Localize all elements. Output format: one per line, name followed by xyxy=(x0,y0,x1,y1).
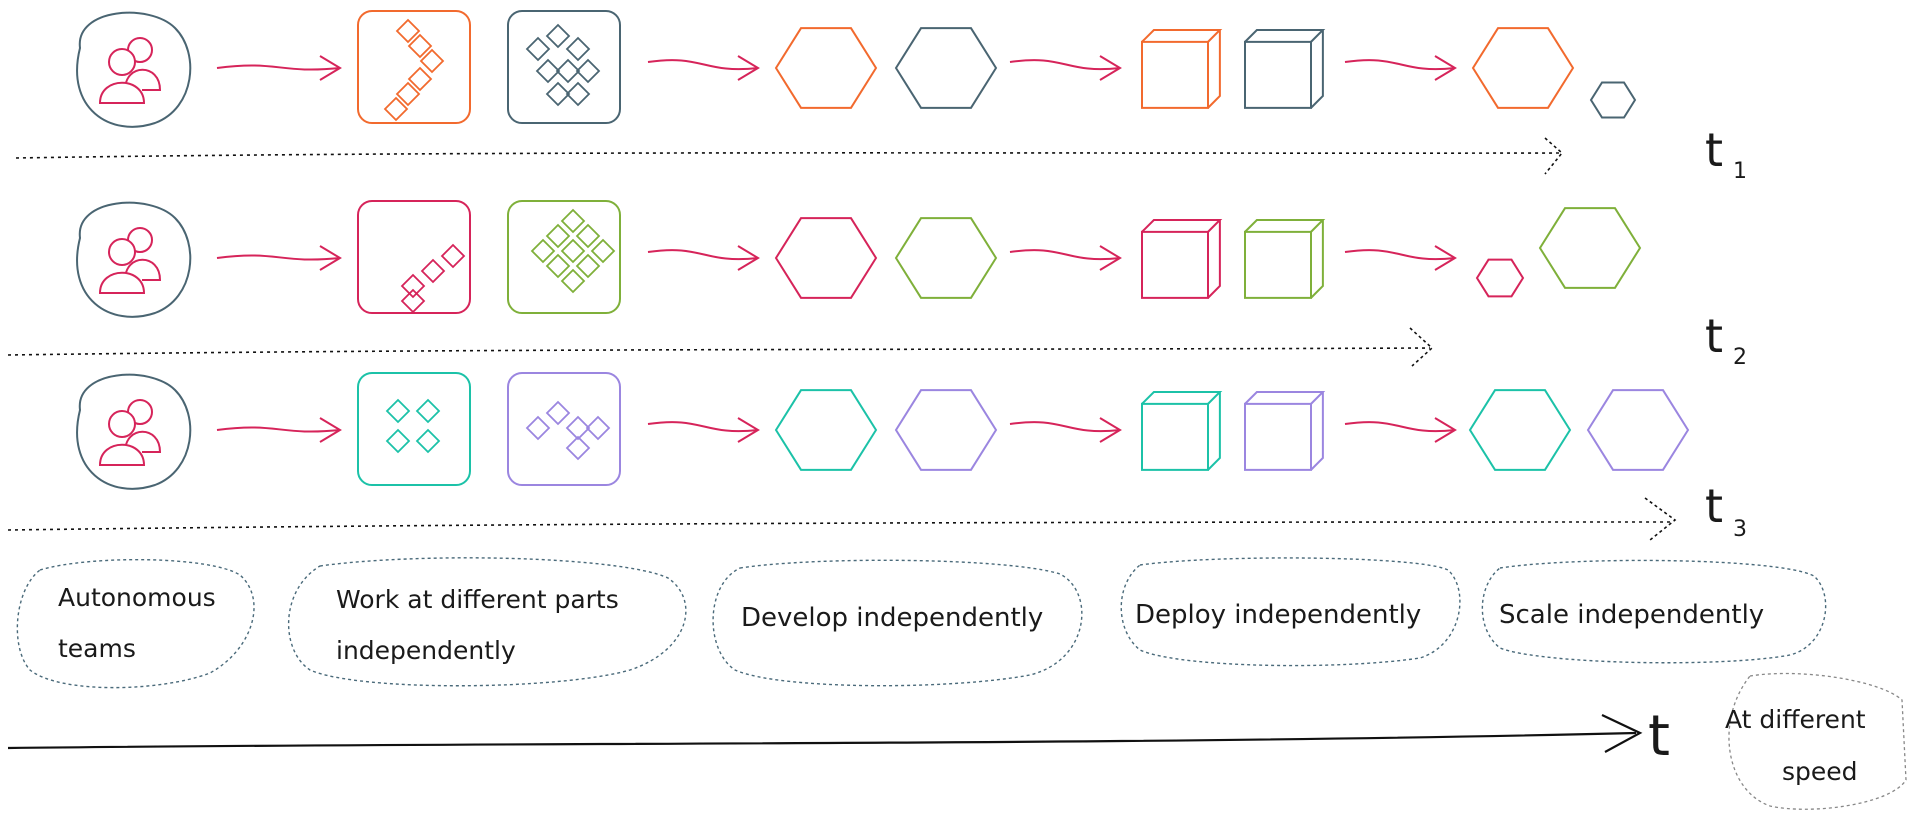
caption-parts: Work at different parts independently xyxy=(288,557,687,687)
hexagon-icon xyxy=(1475,258,1525,298)
caption-parts-line2: independently xyxy=(336,636,516,665)
arrow-head xyxy=(1434,55,1457,81)
time-axis-label: t xyxy=(1648,704,1670,769)
flow-arrow xyxy=(647,249,759,261)
hexagon-icon xyxy=(774,27,878,109)
arrow-head xyxy=(319,55,342,81)
speed-note-line1: At different xyxy=(1725,705,1866,734)
hexagon-icon xyxy=(894,217,998,299)
caption-develop-text: Develop independently xyxy=(741,603,1043,633)
arrow-head xyxy=(319,245,342,271)
timeline-1-subscript: 1 xyxy=(1733,159,1747,184)
team-circle xyxy=(76,373,192,490)
diamond-grid-icon xyxy=(357,10,471,124)
cube-icon xyxy=(1141,391,1223,471)
hexagon-icon xyxy=(774,389,878,471)
flow-arrow xyxy=(216,426,341,433)
timeline-2: t 2 xyxy=(7,309,1747,370)
cube-icon xyxy=(1244,219,1326,299)
pipeline-row-2 xyxy=(76,200,1642,318)
flow-arrow xyxy=(1344,59,1456,71)
pipeline-rows xyxy=(76,10,1690,490)
caption-deploy-text: Deploy independently xyxy=(1135,600,1421,630)
timeline-2-label: t xyxy=(1705,309,1723,363)
diamond-grid-icon xyxy=(507,10,621,124)
caption-teams-line1: Autonomous xyxy=(58,583,216,612)
arrow-head xyxy=(1434,417,1457,443)
timeline-3: t 3 xyxy=(7,479,1747,542)
cube-icon xyxy=(1244,29,1326,109)
flow-arrow xyxy=(647,59,759,71)
caption-scale: Scale independently xyxy=(1481,559,1827,664)
team-circle xyxy=(76,11,192,128)
timeline-1-label: t xyxy=(1705,123,1723,177)
caption-develop: Develop independently xyxy=(712,559,1083,687)
hexagon-icon xyxy=(774,217,878,299)
speed-note: At different speed xyxy=(1725,672,1907,810)
people-icon xyxy=(98,227,162,294)
arrow-head xyxy=(1434,245,1457,271)
caption-scale-text: Scale independently xyxy=(1499,600,1764,630)
flow-arrow xyxy=(216,64,341,71)
cube-icon xyxy=(1141,29,1223,109)
timeline-1: t 1 xyxy=(15,123,1747,184)
hexagon-icon xyxy=(894,27,998,109)
speed-note-line2: speed xyxy=(1782,757,1858,786)
diamond-grid-icon xyxy=(507,200,621,314)
flow-arrow xyxy=(1009,421,1121,433)
arrow-head xyxy=(737,417,760,443)
time-axis: t xyxy=(7,704,1670,769)
pipeline-row-1 xyxy=(76,10,1637,128)
arrow-head xyxy=(319,417,342,443)
caption-teams: Autonomous teams xyxy=(16,558,255,689)
hexagon-icon xyxy=(1589,81,1637,119)
people-icon xyxy=(98,399,162,466)
timeline-3-label: t xyxy=(1705,479,1723,533)
arrow-head xyxy=(1099,417,1122,443)
hexagon-icon xyxy=(1471,27,1575,109)
caption-teams-line2: teams xyxy=(58,634,136,663)
diamond-grid-icon xyxy=(357,200,471,314)
pipeline-row-3 xyxy=(76,372,1690,490)
hexagon-icon xyxy=(1468,389,1572,471)
flow-arrow xyxy=(1009,59,1121,71)
flow-arrow xyxy=(216,254,341,261)
cube-icon xyxy=(1141,219,1223,299)
flow-arrow xyxy=(1009,249,1121,261)
arrow-head xyxy=(737,55,760,81)
arrow-head xyxy=(1099,55,1122,81)
hexagon-icon xyxy=(1586,389,1690,471)
caption-parts-line1: Work at different parts xyxy=(336,585,619,614)
diamond-grid-icon xyxy=(507,372,621,486)
arrow-head xyxy=(737,245,760,271)
flow-arrow xyxy=(647,421,759,433)
hexagon-icon xyxy=(894,389,998,471)
flow-arrow xyxy=(1344,421,1456,433)
timeline-2-subscript: 2 xyxy=(1733,345,1747,370)
people-icon xyxy=(98,37,162,104)
timeline-3-subscript: 3 xyxy=(1733,517,1747,542)
arrow-head xyxy=(1099,245,1122,271)
team-circle xyxy=(76,201,192,318)
diamond-grid-icon xyxy=(357,372,471,486)
caption-deploy: Deploy independently xyxy=(1120,557,1461,667)
cube-icon xyxy=(1244,391,1326,471)
flow-arrow xyxy=(1344,249,1456,261)
hexagon-icon xyxy=(1538,207,1642,289)
